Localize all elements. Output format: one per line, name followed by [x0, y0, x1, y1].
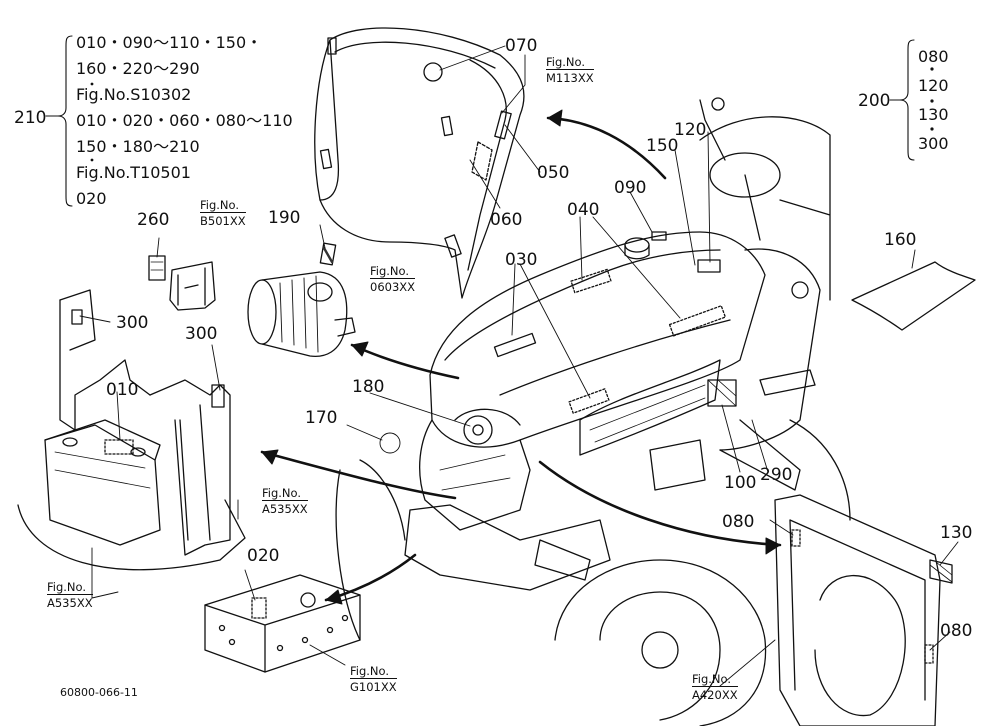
reference-line: 010・090～110・150・ [76, 33, 263, 52]
fig-ref-a535-right: Fig.No. A535XX [262, 486, 308, 516]
group-brackets [45, 35, 915, 207]
part-300-top: 300 [116, 313, 149, 333]
battery-drawing [17, 289, 246, 571]
part-080-lower: 080 [940, 621, 973, 641]
reference-line: 010・020・060・080～110 [76, 111, 293, 130]
part-190: 190 [268, 208, 301, 228]
part-020: 020 [247, 546, 280, 566]
reference-list-200: 080 120 130 300 [918, 42, 949, 158]
reference-line: 120 [918, 76, 949, 95]
part-300-right: 300 [185, 324, 218, 344]
part-040: 040 [567, 200, 600, 220]
fig-ref-prefix: Fig.No. [692, 672, 732, 686]
part-010: 010 [106, 380, 139, 400]
reference-line: 160・220～290 [76, 59, 200, 78]
fig-ref-g101: Fig.No. G101XX [350, 664, 397, 694]
fig-ref-number: A535XX [47, 594, 93, 610]
fig-ref-number: A535XX [262, 500, 308, 516]
fig-ref-number: B501XX [200, 212, 246, 228]
fig-ref-number: 0603XX [370, 278, 416, 294]
part-080-upper: 080 [722, 512, 755, 532]
part-290: 290 [760, 465, 793, 485]
tractor-drawing [335, 97, 851, 726]
reference-line: 080 [918, 47, 949, 66]
part-060: 060 [490, 210, 523, 230]
part-070: 070 [505, 36, 538, 56]
fig-ref-prefix: Fig.No. [262, 486, 302, 500]
fig-ref-number: M113XX [546, 69, 594, 85]
reference-line: 130 [918, 105, 949, 124]
part-150: 150 [646, 136, 679, 156]
part-160: 160 [884, 230, 917, 250]
reference-line: 300 [918, 134, 949, 153]
drawing-number: 60800-066-11 [60, 686, 138, 699]
hood-drawing [314, 27, 525, 299]
dot-separators [90, 67, 934, 162]
assembly-arrows [260, 109, 782, 605]
part-260: 260 [137, 210, 170, 230]
reference-line: Fig.No.S10302 [76, 85, 192, 104]
front-frame-drawing [204, 574, 361, 673]
leader-lines [79, 45, 959, 687]
fig-ref-b501: Fig.No. B501XX [200, 198, 246, 228]
part-100: 100 [724, 473, 757, 493]
fig-ref-m113: Fig.No. M113XX [546, 55, 594, 85]
part-120: 120 [674, 120, 707, 140]
reference-line: 150・180～210 [76, 137, 200, 156]
fig-ref-prefix: Fig.No. [200, 198, 240, 212]
group-label-210: 210 [14, 108, 47, 128]
fig-ref-prefix: Fig.No. [350, 664, 390, 678]
part-130: 130 [940, 523, 973, 543]
part-030: 030 [505, 250, 538, 270]
fig-ref-a420: Fig.No. A420XX [692, 672, 738, 702]
fig-ref-prefix: Fig.No. [370, 264, 410, 278]
fig-ref-0603: Fig.No. 0603XX [370, 264, 416, 294]
reference-list-210: 010・090～110・150・ 160・220～290 Fig.No.S103… [76, 30, 293, 212]
fig-ref-number: A420XX [692, 686, 738, 702]
fig-ref-number: G101XX [350, 678, 397, 694]
shroud-drawing [774, 494, 953, 726]
fig-ref-prefix: Fig.No. [546, 55, 586, 69]
part-050: 050 [537, 163, 570, 183]
part-180: 180 [352, 377, 385, 397]
reference-line: 020 [76, 189, 107, 208]
manual-sheet-drawing [851, 261, 976, 331]
reference-line: Fig.No.T10501 [76, 163, 191, 182]
group-label-200: 200 [858, 91, 891, 111]
fig-ref-a535-left: Fig.No. A535XX [47, 580, 93, 610]
part-170: 170 [305, 408, 338, 428]
air-cleaner-drawing [247, 242, 356, 358]
fig-ref-prefix: Fig.No. [47, 580, 87, 594]
bracket-drawing [148, 255, 216, 311]
part-090: 090 [614, 178, 647, 198]
